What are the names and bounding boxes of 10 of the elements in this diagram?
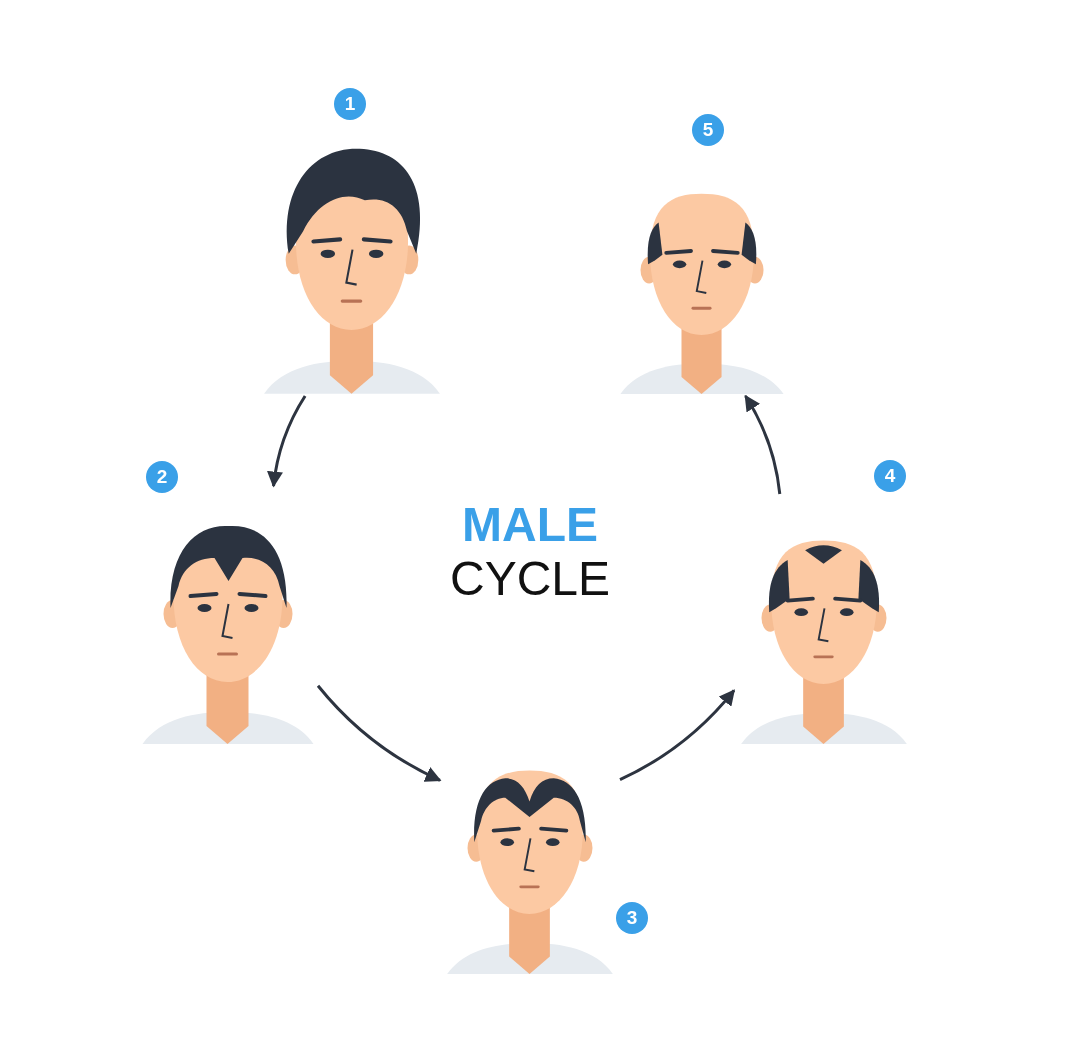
step-number-badge: 1 [334,88,366,120]
arrow [267,395,307,488]
arrow [744,394,782,495]
arrow [316,684,442,782]
step-number-badge: 3 [616,902,648,934]
title: MALE CYCLE [448,498,612,606]
arrow [619,689,736,781]
step-number-badge: 2 [146,461,178,493]
step-number-badge: 4 [874,460,906,492]
step-number-badge: 5 [692,114,724,146]
